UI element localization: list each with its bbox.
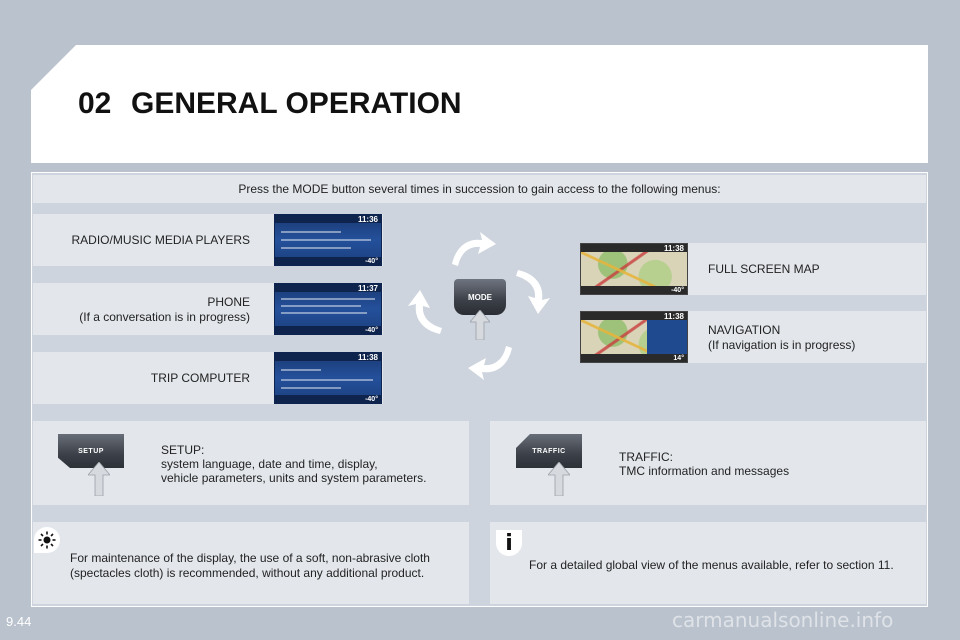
press-arrow-icon bbox=[548, 462, 570, 496]
header-card bbox=[31, 45, 928, 163]
screen-line bbox=[281, 231, 341, 233]
page-title: GENERAL OPERATION bbox=[131, 87, 462, 120]
screen-line bbox=[281, 298, 375, 300]
screen-temperature: -40° bbox=[365, 396, 378, 403]
menu-label-navigation: NAVIGATION (If navigation is in progress… bbox=[708, 323, 918, 353]
maintenance-line: For maintenance of the display, the use … bbox=[70, 551, 430, 565]
traffic-button-illustration: TRAFFIC bbox=[516, 434, 582, 468]
phone-screen-thumbnail: 11:37 -40° bbox=[274, 283, 382, 335]
mode-button-illustration: MODE bbox=[454, 279, 506, 315]
screen-line bbox=[281, 369, 321, 371]
traffic-line: TMC information and messages bbox=[619, 464, 790, 478]
cycle-arrow-top-icon bbox=[452, 232, 496, 266]
screen-clock: 11:38 bbox=[357, 353, 378, 362]
menu-label-line: RADIO/MUSIC MEDIA PLAYERS bbox=[71, 233, 250, 247]
screen-topbar bbox=[581, 312, 687, 320]
screen-bottombar bbox=[581, 286, 687, 294]
intro-text: Press the MODE button several times in s… bbox=[33, 175, 926, 203]
screen-clock: 11:38 bbox=[663, 312, 684, 321]
cycle-arrow-right-icon bbox=[516, 270, 550, 314]
setup-line: vehicle parameters, units and system par… bbox=[161, 471, 427, 485]
menu-label-line: (If a conversation is in progress) bbox=[79, 310, 250, 324]
screen-clock: 11:38 bbox=[663, 244, 684, 253]
setup-line: SETUP: bbox=[161, 443, 205, 457]
cycle-arrow-left-icon bbox=[408, 290, 442, 334]
screen-topbar bbox=[275, 353, 381, 361]
menu-label-full-screen-map: FULL SCREEN MAP bbox=[708, 262, 918, 277]
info-icon: i bbox=[496, 530, 522, 556]
menu-label-line: FULL SCREEN MAP bbox=[708, 262, 820, 276]
screen-topbar bbox=[275, 284, 381, 292]
screen-bottombar bbox=[581, 354, 687, 362]
menu-label-phone: PHONE (If a conversation is in progress) bbox=[40, 295, 250, 325]
screen-temperature: -40° bbox=[365, 327, 378, 334]
screen-bottombar bbox=[275, 395, 381, 403]
screen-topbar bbox=[581, 244, 687, 252]
press-arrow-icon bbox=[88, 462, 110, 496]
traffic-line: TRAFFIC: bbox=[619, 450, 673, 464]
screen-line bbox=[281, 379, 373, 381]
press-arrow-icon bbox=[470, 310, 490, 340]
page-number: 9.44 bbox=[6, 614, 32, 629]
screen-line bbox=[281, 312, 367, 314]
radio-screen-thumbnail: 11:36 -40° bbox=[274, 214, 382, 266]
screen-line bbox=[281, 247, 351, 249]
maintenance-line: (spectacles cloth) is recommended, witho… bbox=[70, 566, 425, 580]
setup-button-illustration: SETUP bbox=[58, 434, 124, 468]
info-note: For a detailed global view of the menus … bbox=[529, 558, 894, 572]
map-screen-thumbnail: 11:38 -40° bbox=[580, 243, 688, 295]
maintenance-note: For maintenance of the display, the use … bbox=[70, 551, 464, 581]
trip-computer-screen-thumbnail: 11:38 -40° bbox=[274, 352, 382, 404]
screen-line bbox=[281, 387, 341, 389]
chapter-number: 02 bbox=[78, 87, 112, 120]
screen-bottombar bbox=[275, 326, 381, 334]
screen-line bbox=[281, 239, 371, 241]
setup-description: SETUP: system language, date and time, d… bbox=[161, 443, 461, 485]
menu-label-line: (If navigation is in progress) bbox=[708, 338, 856, 352]
screen-clock: 11:37 bbox=[357, 284, 378, 293]
navigation-screen-thumbnail: 11:38 14° bbox=[580, 311, 688, 363]
menu-label-radio: RADIO/MUSIC MEDIA PLAYERS bbox=[40, 233, 250, 248]
maintenance-note-box bbox=[33, 522, 469, 604]
screen-temperature: -40° bbox=[671, 287, 684, 294]
screen-clock: 11:36 bbox=[357, 215, 378, 224]
menu-label-line: NAVIGATION bbox=[708, 323, 781, 337]
traffic-description: TRAFFIC: TMC information and messages bbox=[619, 450, 909, 478]
cycle-arrow-bottom-icon bbox=[468, 346, 512, 380]
menu-label-trip-computer: TRIP COMPUTER bbox=[40, 371, 250, 386]
sun-gear-icon bbox=[38, 531, 56, 549]
screen-bottombar bbox=[275, 257, 381, 265]
sun-gear-icon bbox=[34, 527, 60, 553]
setup-line: system language, date and time, display, bbox=[161, 457, 378, 471]
watermark: carmanualsonline.info bbox=[672, 608, 894, 632]
menu-label-line: PHONE bbox=[207, 295, 250, 309]
menu-label-line: TRIP COMPUTER bbox=[150, 371, 250, 385]
screen-topbar bbox=[275, 215, 381, 223]
info-note-box bbox=[490, 522, 926, 604]
screen-line bbox=[281, 305, 361, 307]
screen-temperature: 14° bbox=[673, 355, 684, 362]
navigation-guidance-panel bbox=[647, 320, 687, 356]
screen-temperature: -40° bbox=[365, 258, 378, 265]
